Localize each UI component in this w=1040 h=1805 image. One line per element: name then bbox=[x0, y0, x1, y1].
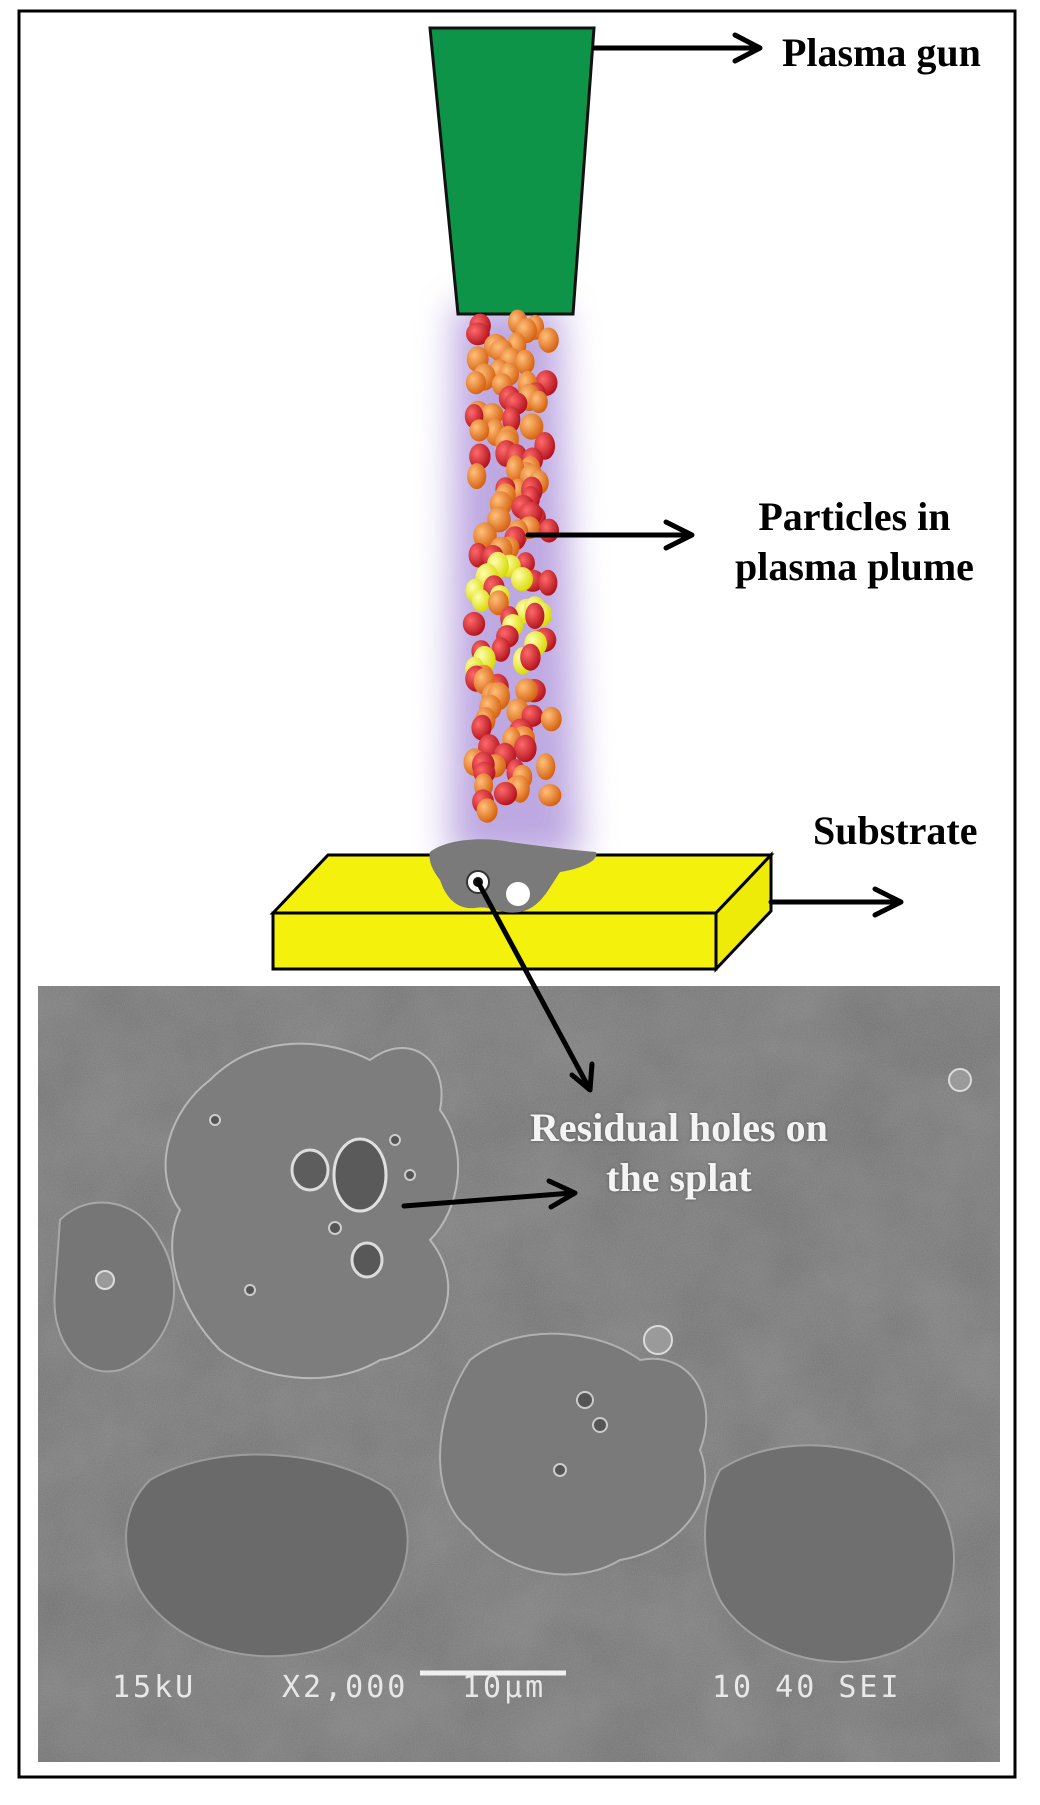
sem-scale-bar-label: 10μm bbox=[462, 1670, 547, 1705]
arrows bbox=[401, 32, 904, 1210]
residual-hole bbox=[576, 1391, 594, 1409]
sem-magnification: X2,000 bbox=[282, 1670, 409, 1705]
arrowhead-plume bbox=[663, 519, 695, 551]
substrate-front-face bbox=[271, 911, 718, 971]
particle bbox=[511, 567, 533, 592]
particle bbox=[471, 715, 492, 741]
particle bbox=[515, 678, 538, 703]
particle bbox=[519, 413, 544, 440]
particle bbox=[506, 455, 525, 484]
particle bbox=[462, 611, 486, 636]
particle bbox=[491, 637, 511, 662]
substrate-side-face bbox=[714, 851, 773, 973]
particle bbox=[469, 419, 490, 442]
plume-label-line2: plasma plume bbox=[735, 544, 974, 589]
residual-hole bbox=[290, 1148, 330, 1192]
residual-hole bbox=[404, 1169, 416, 1181]
residual-hole bbox=[209, 1114, 221, 1126]
residual-hole bbox=[389, 1134, 401, 1146]
residual-hole bbox=[350, 1241, 384, 1279]
particle bbox=[538, 327, 559, 353]
particle bbox=[529, 390, 548, 414]
splat-region-lower bbox=[439, 1332, 708, 1576]
splat-region-bottom bbox=[125, 1453, 409, 1658]
splat-on-substrate bbox=[429, 839, 597, 913]
particle bbox=[520, 643, 541, 671]
residual-hole bbox=[244, 1284, 256, 1296]
particle bbox=[466, 322, 490, 346]
particle bbox=[539, 518, 559, 543]
holes-label-line2: the splat bbox=[606, 1155, 752, 1200]
sem-micrograph bbox=[38, 986, 1000, 1762]
plume-label-line1: Particles in bbox=[758, 494, 951, 539]
figure-border bbox=[17, 9, 1017, 1779]
particle bbox=[476, 798, 498, 823]
sem-voltage: 15kU bbox=[112, 1670, 197, 1705]
particle bbox=[538, 569, 558, 596]
residual-hole bbox=[328, 1221, 342, 1235]
sem-metadata: 10 40 SEI bbox=[712, 1670, 902, 1705]
arrowhead-splat-to-sem bbox=[569, 1061, 595, 1093]
arrowhead-plasma-gun bbox=[732, 32, 763, 64]
plasma-gun-label: Plasma gun bbox=[782, 30, 981, 75]
arrowhead-substrate bbox=[872, 886, 904, 918]
sem-info-bar: 15kU X2,000 10μm 10 40 SEI bbox=[112, 1670, 932, 1710]
splat-hole bbox=[506, 882, 530, 906]
residual-hole bbox=[592, 1417, 608, 1433]
residual-hole bbox=[553, 1463, 567, 1477]
particle bbox=[468, 542, 488, 568]
particle bbox=[467, 463, 487, 490]
particle bbox=[473, 522, 497, 549]
splat-region-left bbox=[53, 1201, 175, 1373]
particle-stream bbox=[462, 309, 562, 823]
arrow-splat-to-sem bbox=[475, 879, 591, 1089]
substrate-label: Substrate bbox=[813, 808, 978, 853]
particle bbox=[465, 371, 486, 395]
arrow-residual-holes bbox=[401, 1190, 575, 1209]
particle bbox=[515, 349, 535, 375]
particle bbox=[540, 706, 562, 732]
surface-droplet bbox=[643, 1325, 673, 1355]
particle bbox=[525, 602, 545, 629]
splat-region-right bbox=[704, 1444, 955, 1663]
particle bbox=[493, 781, 518, 806]
splat-region-large bbox=[164, 1042, 460, 1380]
plume-label: Particles in plasma plume bbox=[735, 492, 974, 592]
residual-hole bbox=[332, 1137, 388, 1213]
surface-droplet bbox=[95, 1270, 115, 1290]
plasma-gun bbox=[428, 26, 596, 316]
surface-droplet bbox=[948, 1068, 972, 1092]
arrowhead-residual-holes bbox=[546, 1178, 578, 1210]
holes-label-line1: Residual holes on bbox=[530, 1105, 828, 1150]
particle bbox=[538, 784, 562, 807]
residual-holes-label: Residual holes on the splat bbox=[530, 1103, 828, 1203]
particle bbox=[514, 734, 537, 763]
particle bbox=[471, 589, 491, 612]
particle bbox=[536, 753, 556, 780]
particle bbox=[469, 443, 491, 470]
